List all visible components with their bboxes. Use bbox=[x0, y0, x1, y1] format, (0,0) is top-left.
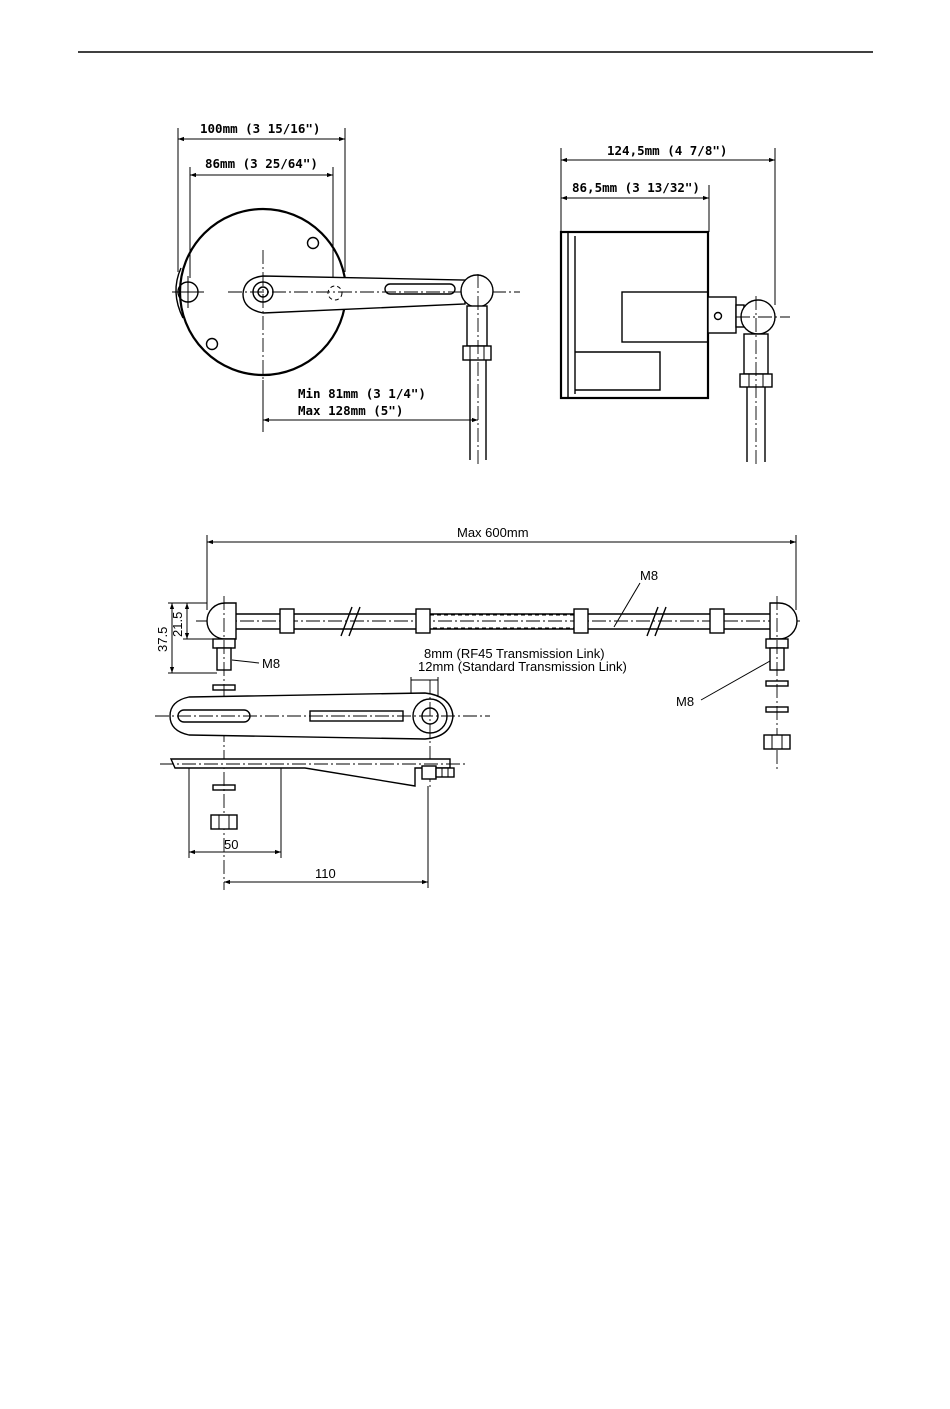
side-view: 124,5mm (4 7/8") 86,5mm (3 13/32") bbox=[561, 143, 790, 466]
dim-body-depth-label: 86,5mm (3 13/32") bbox=[572, 180, 700, 195]
ball-end-left bbox=[207, 603, 236, 639]
rod-nut-3 bbox=[574, 609, 588, 633]
unit-body bbox=[561, 232, 708, 398]
mounting-hole-top bbox=[308, 238, 319, 249]
joint-sleeve bbox=[467, 306, 487, 346]
dim-overall-depth-label: 124,5mm (4 7/8") bbox=[607, 143, 727, 158]
rod-nut-4 bbox=[710, 609, 724, 633]
dim-hole-spacing-label: 86mm (3 25/64") bbox=[205, 156, 318, 171]
gear-housing-outline bbox=[622, 292, 708, 342]
thread-label-left: M8 bbox=[262, 656, 280, 671]
dim-overall-width-label: 100mm (3 15/16") bbox=[200, 121, 320, 136]
dim-bracket-offset-label: 110 bbox=[315, 866, 336, 881]
nut-right bbox=[764, 735, 790, 749]
lever-side-profile bbox=[171, 759, 450, 786]
hex-nut bbox=[463, 346, 491, 360]
dim-height-ball-label: 21.5 bbox=[170, 612, 185, 637]
dim-bracket-width-label: 50 bbox=[224, 837, 238, 852]
ball-joint bbox=[461, 275, 493, 307]
mounting-hole-bottom bbox=[207, 339, 218, 350]
rod-nut-2 bbox=[416, 609, 430, 633]
nut-left bbox=[211, 815, 237, 829]
clamp-screw bbox=[436, 768, 454, 777]
top-view: 100mm (3 15/16") 86mm (3 25/64") Min 81m… bbox=[172, 121, 520, 465]
dim-height-total-label: 37.5 bbox=[155, 627, 170, 652]
ball-end-right bbox=[770, 603, 797, 639]
dim-arm-max-label: Max 128mm (5") bbox=[298, 403, 403, 418]
link-assembly: Max 600mm M8 M8 M8 bbox=[155, 525, 800, 890]
thread-label-rod: M8 bbox=[640, 568, 658, 583]
dim-arm-min-label: Min 81mm (3 1/4") bbox=[298, 386, 426, 401]
note-standard: 12mm (Standard Transmission Link) bbox=[418, 659, 627, 674]
thread-label-right: M8 bbox=[676, 694, 694, 709]
rod-nut-1 bbox=[280, 609, 294, 633]
dim-max-length-label: Max 600mm bbox=[457, 525, 529, 540]
